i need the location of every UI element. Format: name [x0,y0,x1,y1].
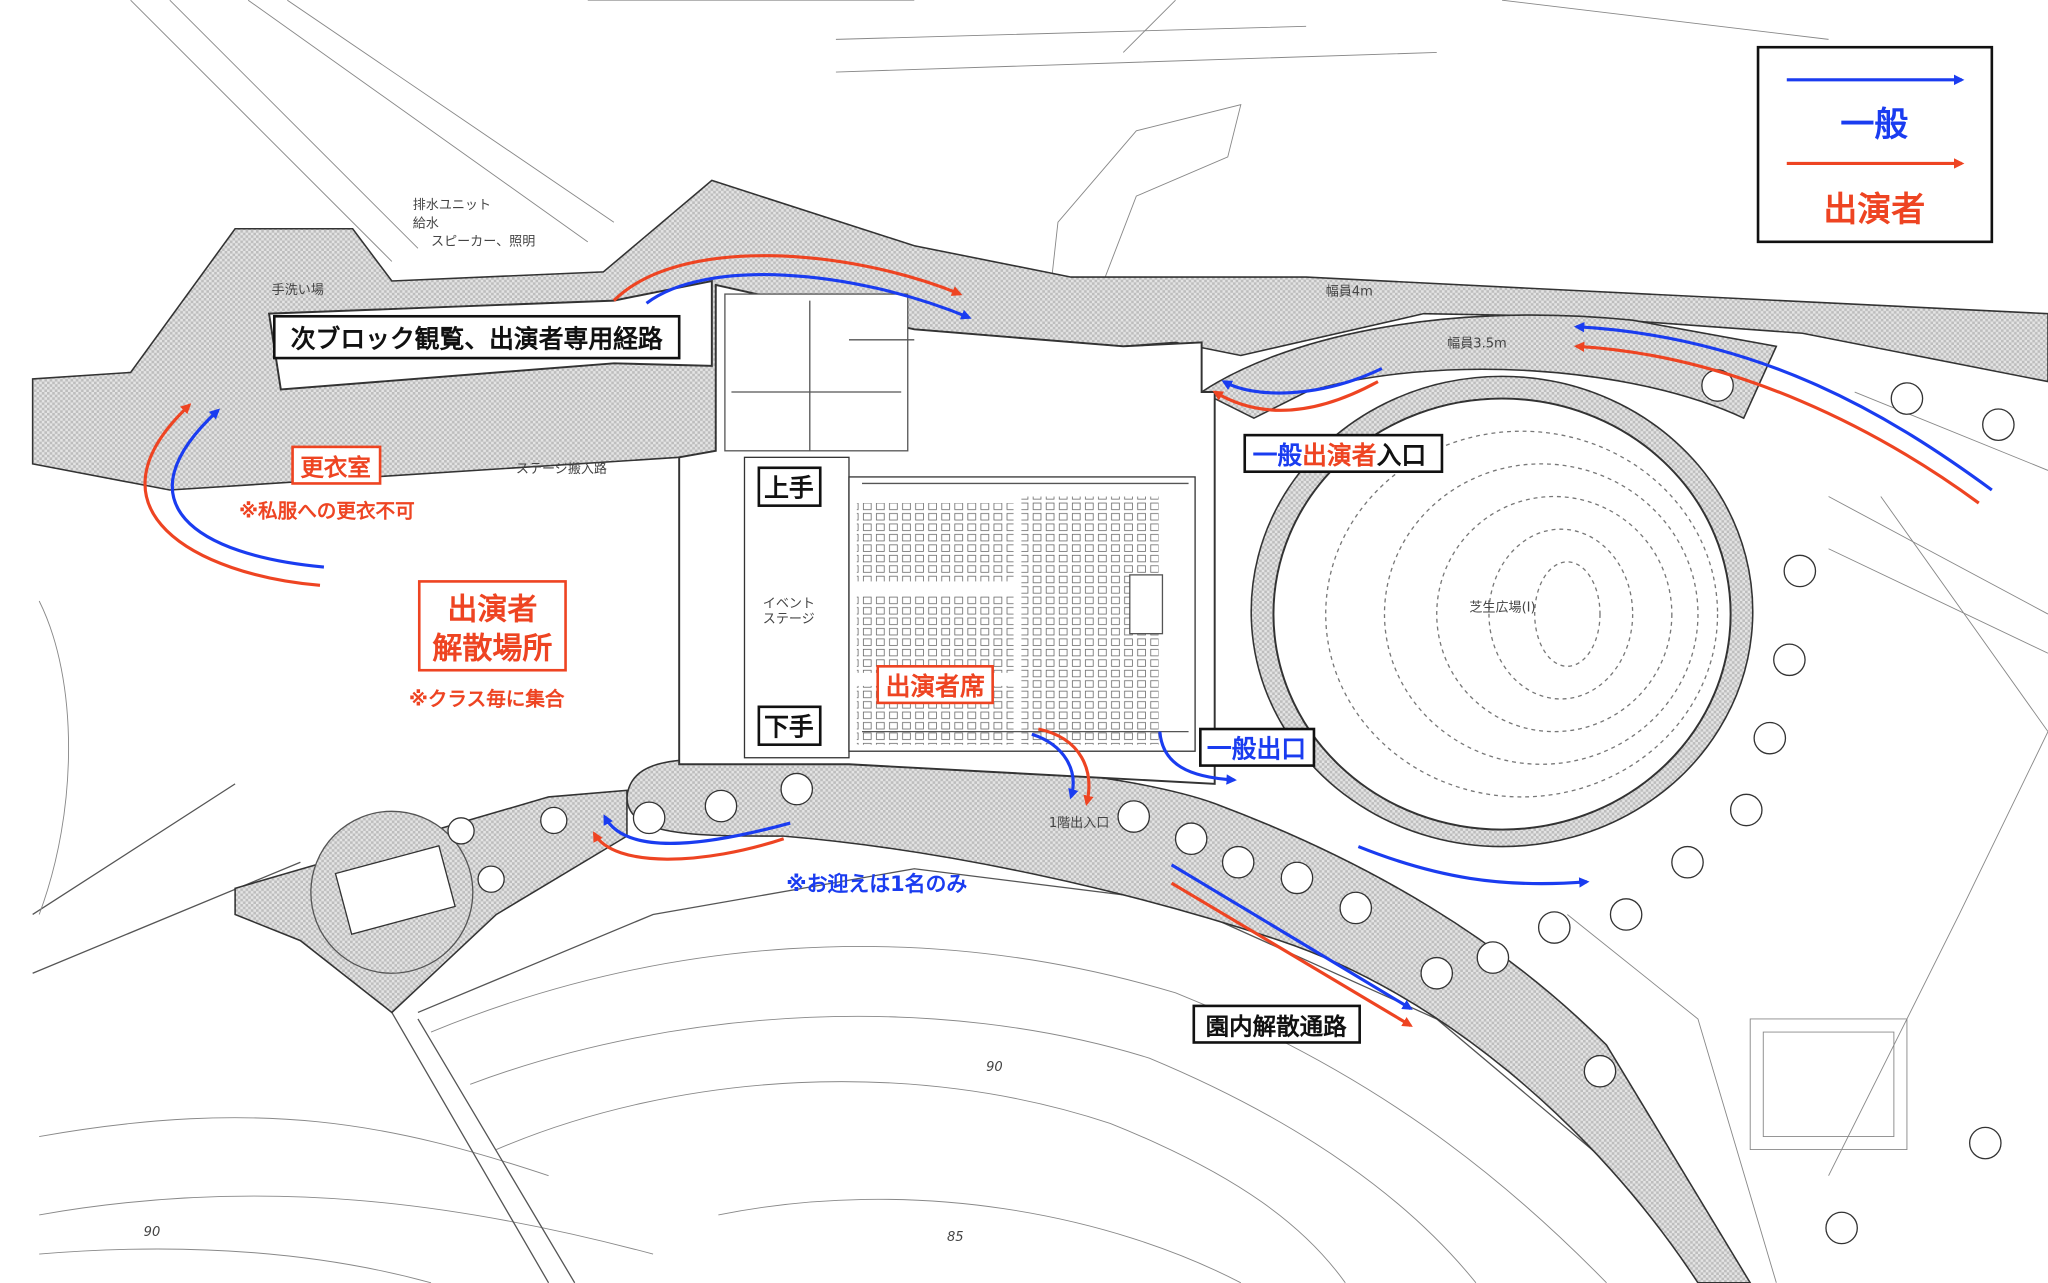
performer-route-arrow [592,831,785,861]
entrance-performer-text: 出演者 [1302,441,1376,470]
performer-route-arrow [1573,341,1980,505]
map-labels: 次ブロック観覧、出演者専用経路 更衣室 ※私服への更衣不可 出演者 解散場所 ※… [239,314,1444,1044]
legend-performer-label: 出演者 [1823,190,1925,230]
general-route-arrow [170,408,325,569]
general-exit-label: 一般出口 [1207,735,1306,764]
trees [447,369,2015,1245]
general-route-arrow [1221,367,1383,395]
general-route-arrow [1357,845,1590,888]
background-linework [32,0,2048,1283]
legend-general-label: 一般 [1840,105,1908,145]
hall-building [678,283,1216,785]
dismissal-area-label-2: 解散場所 [432,631,552,666]
park-dismissal-route-label: 園内解散通路 [1206,1013,1347,1041]
performer-seats-label: 出演者席 [886,672,985,701]
general-route-arrow [1158,731,1237,785]
lawn-plaza-text: 芝生広場(I) [1469,599,1535,615]
first-floor-entrance-text: 1階出入口 [1049,816,1110,831]
handwash-text: 手洗い場 [272,283,324,298]
general-route-arrow [603,814,791,846]
entrance-general-text: 一般 [1253,441,1303,470]
width-3-5m-text: 幅員3.5m [1447,337,1507,352]
pickup-note: ※お迎えは1名のみ [786,872,967,896]
gather-by-class-note: ※クラス毎に集合 [409,688,565,711]
next-block-route-label: 次ブロック観覧、出演者専用経路 [291,325,663,354]
drain-unit-text: 排水ユニット [413,198,491,213]
performer-route-arrow [1038,727,1094,806]
entrance-label: 一般出演者入口 [1253,441,1427,470]
route-arrows [143,254,1993,1027]
performer-route-arrow [612,254,963,302]
no-private-clothes-note: ※私服への更衣不可 [239,499,415,522]
event-stage-text-2: ステージ [763,612,815,627]
legend: 一般 出演者 [1756,45,1994,244]
stage-carry-route-text: ステージ搬入路 [516,461,607,477]
general-route-arrow [645,273,972,320]
plan-annotations: 排水ユニット 給水 スピーカー、照明 手洗い場 ステージ搬入路 イベント ステー… [144,198,1536,1245]
stage-left-label: 下手 [764,713,814,742]
dismissal-area-label-1: 出演者 [447,592,537,627]
contour-label: 85 [947,1230,964,1245]
performer-route-arrow [1170,881,1413,1027]
hall-text: ホール [914,786,953,801]
contour-label: 90 [986,1060,1003,1075]
changing-room-label: 更衣室 [300,454,371,482]
performer-route-arrow [143,403,321,587]
event-stage-text-1: イベント [763,597,815,612]
speaker-light-text: スピーカー、照明 [431,235,535,250]
entrance-suffix-text: 入口 [1377,441,1427,470]
stage-right-label: 上手 [764,474,814,503]
general-route-arrow [1170,863,1413,1010]
water-supply-text: 給水 [413,216,439,231]
walkways [31,179,2048,1283]
general-route-arrow [1031,732,1079,800]
general-route-arrow [1573,321,1993,492]
width-4m-text: 幅員4m [1326,284,1373,299]
lawn-plaza [1272,397,1732,831]
contour-label: 90 [144,1225,161,1240]
performer-route-arrow [1212,380,1379,412]
